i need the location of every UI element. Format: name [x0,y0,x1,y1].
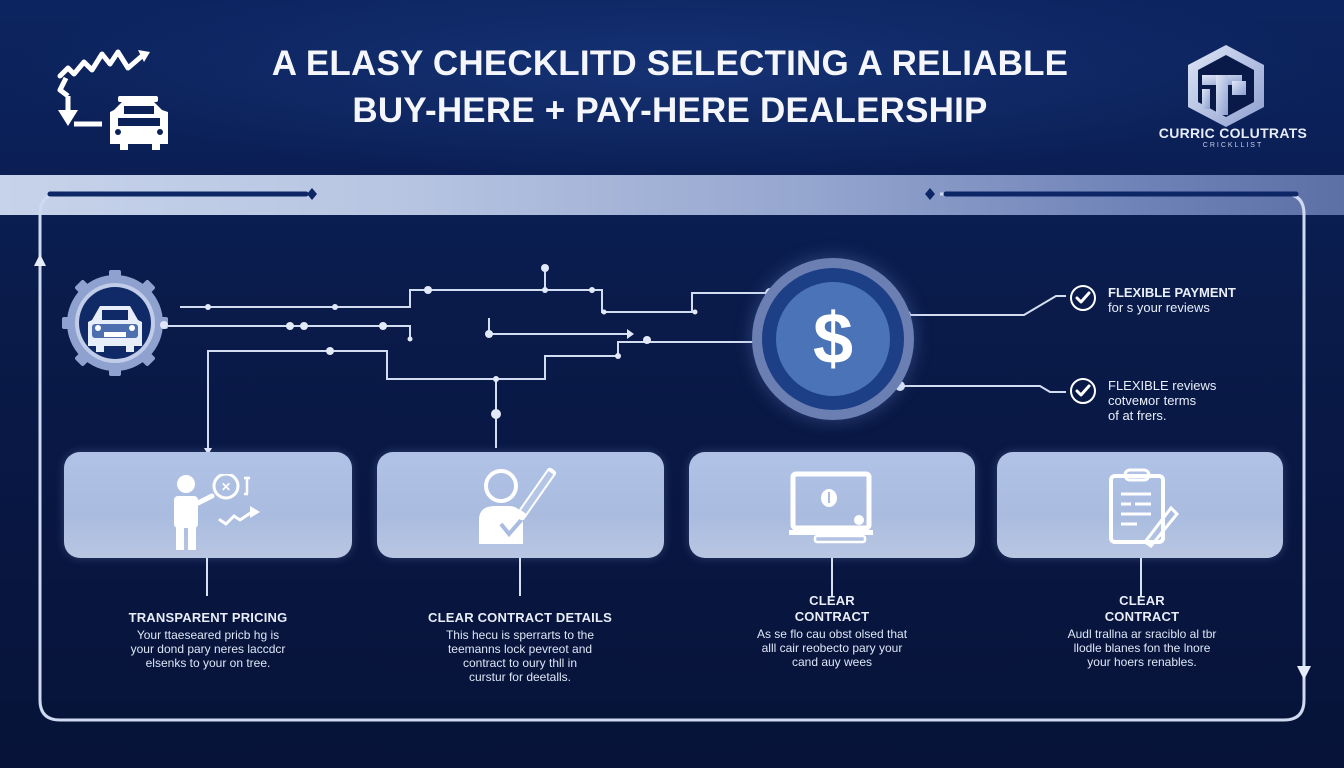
caption-line: As se flo cau obst olsed that [756,627,908,641]
caption-line: This hecu is sperrarts to the [445,628,595,642]
caption-title: CLEAR CONTRACT DETAILS [428,610,612,625]
checklist-title: FLEXIBLE PAYMENT [1108,285,1236,300]
dollar-hub: $ [752,258,914,420]
caption-line: cand auy wees [791,655,873,669]
brand-name: CURRIC COLUTRATS [1158,125,1308,141]
checklist-text: FLEXIBLE PAYMENT for s your reviews [1108,285,1236,315]
caption-line: elsenks to your on tree. [145,656,271,670]
caption-clear-contract-a: CLEAR CONTRACT As se flo cau obst olsed … [712,593,952,669]
person-checkmark-pen-icon [479,467,557,544]
card-connector [831,558,833,596]
page-title: A ELASY CHECKLITD SELECTING A RELIABLE B… [260,40,1080,134]
caption-clear-contract-b: CLEAR CONTRACT Audl trallna ar sraciblo … [1022,593,1262,669]
caption-title: CONTRACT [1104,609,1180,624]
caption-line: teemanns lock pevreot and [447,642,593,656]
dollar-hub-ring: $ [762,268,904,410]
card-transparent-pricing: ✕ [64,452,352,558]
card-clear-contract-b [997,452,1283,558]
checklist-body: of at frers. [1108,408,1167,423]
header-glow [0,0,1344,176]
title-line-1: A ELASY CHECKLITD SELECTING A RELIABLE [271,44,1069,83]
card-connector [1140,558,1142,596]
card-connector [206,558,208,596]
caption-body: This hecu is sperrarts to the teemanns l… [400,628,640,684]
presenter-chart-icon: ✕ [174,474,260,550]
caption-line: your hoers renables. [1087,655,1197,669]
checklist-text: FLEXIBLE reviews cotveмoг terms of at fr… [1108,378,1216,423]
caption-line: contract to oury thll in [462,656,578,670]
caption-line: alll cair reobecto pary your [761,641,903,655]
car-growth-arrow-icon [57,49,168,150]
caption-title: CONTRACT [794,609,870,624]
caption-line: Your ttaeseared pricb hg is [136,628,280,642]
computer-monitor-icon [789,471,873,544]
caption-body: Audl trallna ar sraciblo al tbr llodle b… [1022,627,1262,669]
card-clear-contract-details [377,452,664,558]
caption-transparent-pricing: TRANSPARENT PRICING Your ttaeseared pric… [90,610,326,670]
caption-title: CLEAR [1119,593,1165,608]
brand-subtitle: CRICKLLIST [1202,142,1264,149]
caption-body: Your ttaeseared pricb hg is your dond pa… [90,628,326,670]
caption-line: Audl trallna ar sraciblo al tbr [1067,627,1217,641]
checklist-body: cotveмoг terms [1108,393,1197,408]
car-gear-icon [62,270,168,376]
card-connector [519,558,521,596]
checklist-title: FLEXIBLE reviews [1108,378,1217,393]
caption-title: CLEAR [809,593,855,608]
caption-line: your dond pary neres laccdcr [130,642,286,656]
svg-text:✕: ✕ [221,480,231,494]
caption-body: As se flo cau obst olsed that alll cair … [712,627,952,669]
caption-line: curstur for deetalls. [468,670,572,684]
hexagon-logo-icon [1188,45,1264,127]
clipboard-pen-icon [1109,468,1180,548]
dollar-icon: $ [776,282,890,396]
checklist-body: for s your reviews [1108,300,1210,315]
check-circle-icon [1070,378,1096,404]
check-circle-icon [1070,285,1096,311]
caption-line: llodle blanes fon the lnore [1073,641,1211,655]
card-clear-contract-a [689,452,975,558]
title-line-2: BUY-HERE + PAY-HERE DEALERSHIP [352,91,988,130]
caption-clear-contract-details: CLEAR CONTRACT DETAILS This hecu is sper… [400,610,640,684]
caption-title: TRANSPARENT PRICING [128,610,288,625]
